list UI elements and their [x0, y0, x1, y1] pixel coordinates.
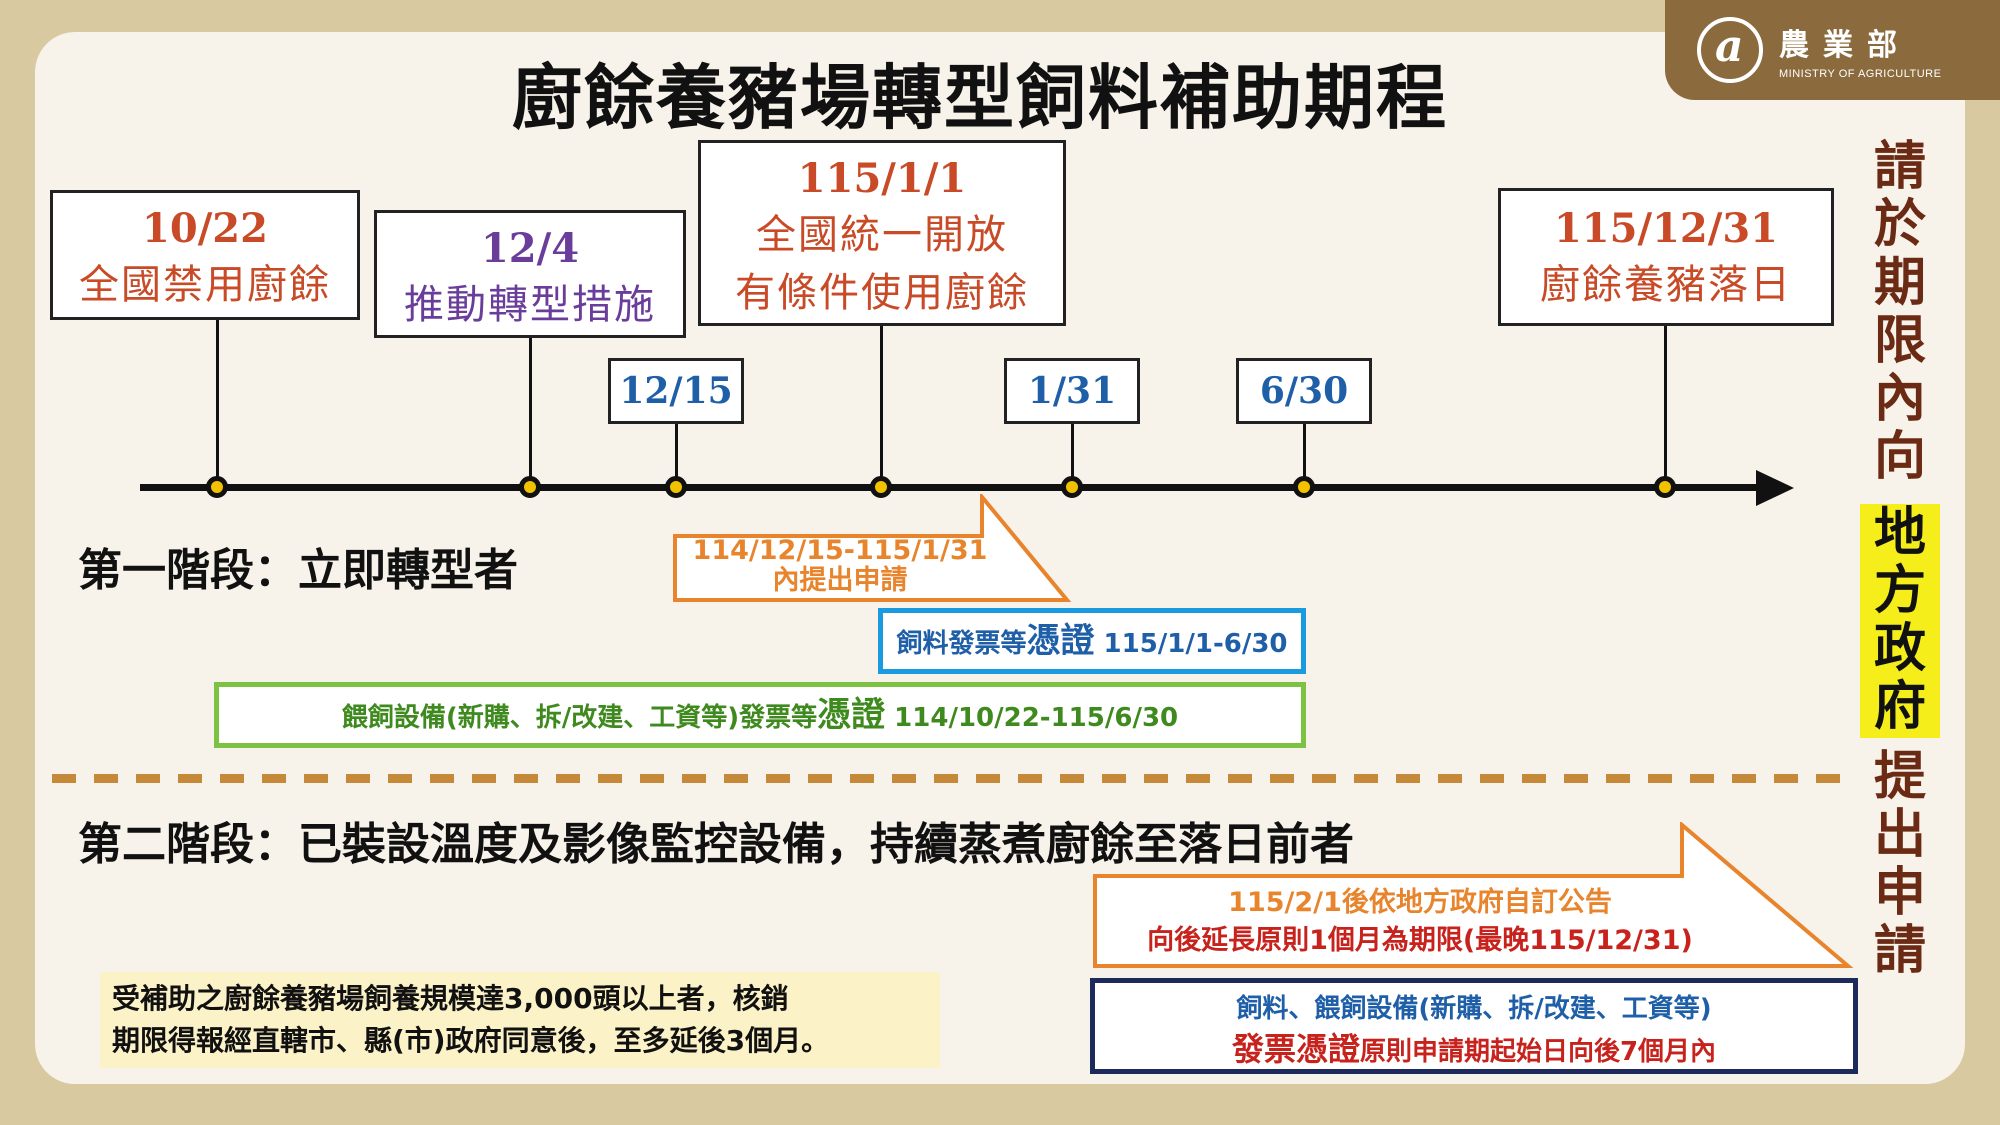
feed-invoice-bar: 飼料發票等憑證 115/1/1-6/30	[878, 608, 1306, 674]
stage-divider	[52, 774, 1852, 783]
equip-bar-text-b: 憑證	[817, 695, 886, 735]
timeline-dot	[665, 476, 687, 498]
side-text-bottom: 提出申請	[1873, 747, 1926, 981]
timeline-arrowhead	[1756, 470, 1794, 506]
feed-bar-text-a: 飼料發票等	[896, 629, 1027, 659]
stem-1-31	[1071, 421, 1074, 488]
logo-english-name: MINISTRY OF AGRICULTURE	[1779, 68, 1942, 80]
date-box-1-31: 1/31	[1004, 358, 1140, 424]
logo-chinese-name: 農業部	[1779, 28, 1911, 63]
stage2-box-line2b: 原則申請期起始日向後7個月內	[1359, 1037, 1717, 1067]
event-label: 廚餘養豬落日	[1540, 262, 1792, 308]
date-box-12-15: 12/15	[608, 358, 744, 424]
event-box-115-1-1: 115/1/1 全國統一開放 有條件使用廚餘	[698, 140, 1066, 326]
event-label: 全國禁用廚餘	[79, 262, 331, 308]
stem-10-22	[216, 318, 219, 488]
stage2-title: 第二階段：已裝設溫度及影像監控設備，持續蒸煮廚餘至落日前者	[78, 819, 1354, 870]
event-label-line2: 有條件使用廚餘	[735, 270, 1029, 316]
timeline-dot	[206, 476, 228, 498]
event-box-12-4: 12/4 推動轉型措施	[374, 210, 686, 338]
stem-12-15	[675, 421, 678, 488]
event-date: 115/1/1	[797, 155, 967, 202]
timeline-axis	[140, 484, 1760, 491]
equipment-invoice-bar: 餵飼設備(新購、拆/改建、工資等)發票等憑證 114/10/22-115/6/3…	[214, 682, 1306, 748]
event-date: 115/12/31	[1553, 205, 1779, 252]
note-line2: 期限得報經直轄市、縣(市)政府同意後，至多延後3個月。	[112, 1024, 830, 1057]
stage1-application-arrow	[673, 494, 1072, 602]
subsidy-note: 受補助之廚餘養豬場飼養規模達3,000頭以上者，核銷 期限得報經直轄市、縣(市)…	[100, 972, 940, 1068]
stem-12-4	[529, 334, 532, 488]
ministry-emblem-icon	[1697, 17, 1763, 83]
event-date: 12/4	[480, 225, 580, 272]
event-label-line1: 全國統一開放	[756, 212, 1008, 258]
stem-115-1-1	[880, 322, 883, 488]
stage2-arrow-line1: 115/2/1後依地方政府自訂公告	[1228, 887, 1612, 918]
stage1-title: 第一階段：立即轉型者	[78, 545, 518, 596]
stage2-box-line1: 飼料、餵飼設備(新購、拆/改建、工資等)	[1236, 994, 1712, 1024]
feed-bar-text-b: 憑證	[1026, 621, 1095, 661]
stage1-arrow-line1: 114/12/15-115/1/31	[692, 535, 988, 566]
event-box-10-22: 10/22 全國禁用廚餘	[50, 190, 360, 320]
side-text-highlight: 地方政府	[1860, 504, 1940, 738]
event-box-115-12-31: 115/12/31 廚餘養豬落日	[1498, 188, 1834, 326]
equip-bar-text-a: 餵飼設備(新購、拆/改建、工資等)發票等	[341, 703, 818, 733]
side-text-top: 請於期限內向	[1873, 137, 1926, 487]
page-title: 廚餘養豬場轉型飼料補助期程	[512, 57, 1448, 139]
timeline-dot	[1293, 476, 1315, 498]
event-label: 推動轉型措施	[404, 282, 656, 328]
timeline-dot	[519, 476, 541, 498]
timeline-dot	[870, 476, 892, 498]
note-line1: 受補助之廚餘養豬場飼養規模達3,000頭以上者，核銷	[112, 982, 789, 1015]
stem-115-12-31	[1664, 322, 1667, 488]
stage1-arrow-line2: 內提出申請	[772, 565, 908, 596]
event-date: 10/22	[142, 205, 268, 252]
equip-bar-text-c: 114/10/22-115/6/30	[885, 703, 1179, 733]
stage2-invoice-box: 飼料、餵飼設備(新購、拆/改建、工資等) 發票憑證原則申請期起始日向後7個月內	[1090, 978, 1858, 1074]
stage2-arrow-line2: 向後延長原則1個月為期限(最晚115/12/31)	[1147, 925, 1693, 956]
stage2-extension-arrow	[1093, 822, 1854, 968]
timeline-dot	[1654, 476, 1676, 498]
stage2-box-line2a: 發票憑證	[1231, 1030, 1360, 1068]
date-box-6-30: 6/30	[1236, 358, 1372, 424]
stem-6-30	[1303, 421, 1306, 488]
feed-bar-text-c: 115/1/1-6/30	[1094, 629, 1288, 659]
ministry-logo: 農業部 MINISTRY OF AGRICULTURE	[1665, 0, 2000, 100]
timeline-dot	[1061, 476, 1083, 498]
